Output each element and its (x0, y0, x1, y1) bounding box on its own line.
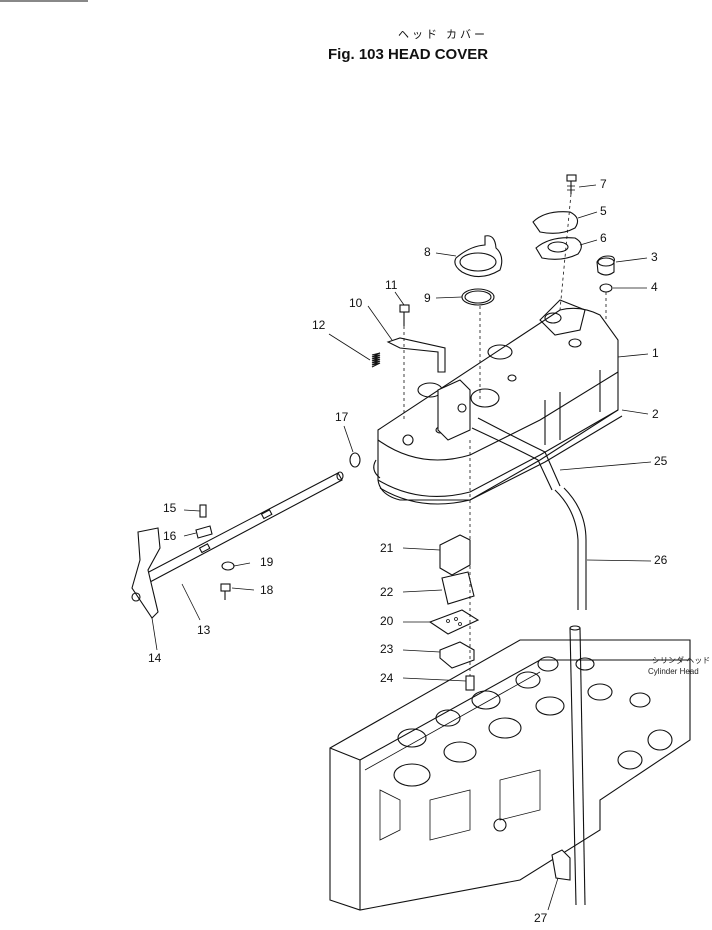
part-5-plate (532, 211, 579, 234)
part-13-shaft (144, 471, 344, 583)
part-20-plate (428, 609, 480, 635)
callout-16: 16 (163, 529, 177, 543)
part-6-gasket (535, 237, 582, 260)
callout-24: 24 (380, 671, 394, 685)
part-24-nipple (465, 675, 475, 691)
cylinder-head-drawing (329, 639, 691, 911)
cylinder-head-label: Cylinder Head (648, 667, 699, 676)
callout-12: 12 (312, 318, 326, 332)
part-3-cap-nut (596, 255, 615, 276)
callout-8: 8 (424, 245, 431, 259)
callout-27: 27 (534, 911, 548, 925)
part-7-bolt (566, 174, 577, 194)
callout-13: 13 (197, 623, 211, 637)
callout-7: 7 (600, 177, 607, 191)
callout-23: 23 (380, 642, 394, 656)
part-16-nut (195, 525, 213, 539)
callout-4: 4 (651, 280, 658, 294)
callout-11: 11 (385, 278, 398, 292)
figure-title-japanese: ヘッド カバー (398, 29, 489, 41)
leader-lines (151, 184, 652, 911)
part-15-screw (199, 504, 207, 518)
callout-18: 18 (260, 583, 274, 597)
callout-15: 15 (163, 501, 177, 515)
part-22-element (441, 571, 475, 605)
head-cover-drawing (373, 299, 623, 505)
part-27-tube (551, 625, 586, 906)
callout-20: 20 (380, 614, 394, 628)
part-21-bracket (439, 534, 471, 576)
callout-21: 21 (380, 541, 394, 555)
callout-10: 10 (349, 296, 363, 310)
breather-bracket-drawing (437, 379, 471, 441)
callout-22: 22 (380, 585, 394, 599)
callout-14: 14 (148, 651, 162, 665)
part-8-oil-cap (454, 235, 503, 278)
cylinder-head-label-japanese: シリンダ ヘッド (652, 656, 711, 665)
callout-6: 6 (600, 231, 607, 245)
part-17-o-ring (349, 452, 361, 468)
part-25-hose (477, 417, 561, 487)
callout-5: 5 (600, 204, 607, 218)
callout-17: 17 (335, 410, 349, 424)
callout-2: 2 (652, 407, 659, 421)
callout-9: 9 (424, 291, 431, 305)
part-10-bracket (386, 337, 446, 373)
part-18-bolt (220, 583, 231, 600)
callout-19: 19 (260, 555, 274, 569)
part-19-washer (221, 561, 235, 571)
callout-3: 3 (651, 250, 658, 264)
figure-title: Fig. 103 HEAD COVER (328, 46, 489, 63)
part-4-washer (599, 283, 613, 293)
part-14-lever (131, 527, 161, 619)
callout-25: 25 (654, 454, 668, 468)
part-12-spring (371, 352, 381, 368)
part-26-pipe (554, 489, 579, 610)
part-23-bracket (439, 641, 475, 669)
callout-1: 1 (652, 346, 659, 360)
callout-26: 26 (654, 553, 668, 567)
part-11-bolt (399, 304, 410, 326)
